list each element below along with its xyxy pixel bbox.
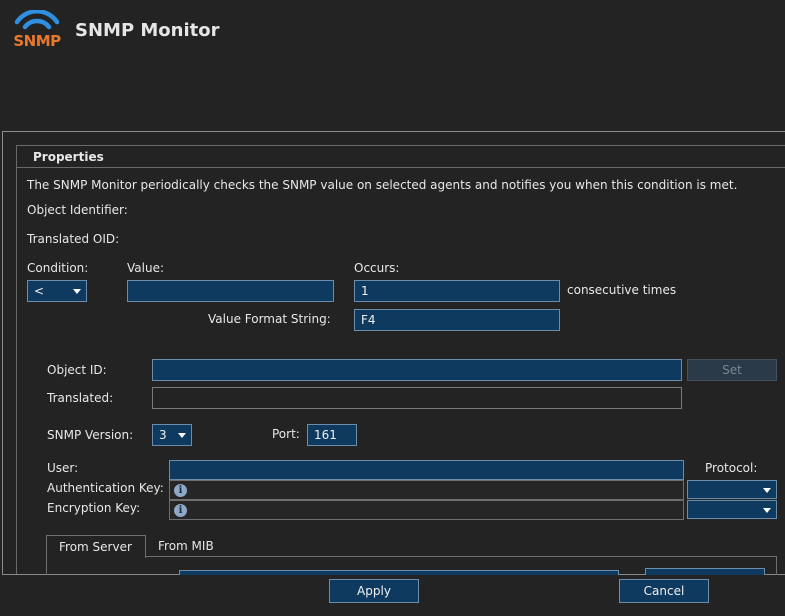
chevron-down-icon <box>763 508 771 513</box>
value-label: Value: <box>127 261 164 275</box>
value-input[interactable] <box>127 280 334 302</box>
snmp-version-value: 3 <box>159 428 167 442</box>
encryption-protocol-select[interactable] <box>687 500 777 519</box>
occurs-input[interactable]: 1 <box>354 280 560 302</box>
snmp-version-select[interactable]: 3 <box>152 424 192 446</box>
auth-key-label: Authentication Key: <box>47 481 164 495</box>
app-title: SNMP Monitor <box>75 20 220 41</box>
encryption-key-input[interactable]: i <box>169 500 684 520</box>
snmp-logo: SNMP <box>12 10 62 52</box>
translated-input[interactable] <box>152 387 682 409</box>
info-icon[interactable]: i <box>174 484 187 497</box>
object-id-label: Object ID: <box>47 363 107 377</box>
properties-group: Properties <box>16 145 785 574</box>
port-label: Port: <box>272 427 300 441</box>
condition-select[interactable]: < <box>27 280 87 302</box>
encryption-key-label: Encryption Key: <box>47 501 141 515</box>
value-format-label: Value Format String: <box>208 312 331 326</box>
translated-oid-label: Translated OID: <box>27 232 120 246</box>
port-input[interactable]: 161 <box>307 424 357 446</box>
description-text: The SNMP Monitor periodically checks the… <box>27 178 738 192</box>
condition-value: < <box>34 284 45 298</box>
snmp-version-label: SNMP Version: <box>47 428 134 442</box>
app-titlebar: SNMP SNMP Monitor <box>0 0 785 132</box>
chevron-down-icon <box>763 488 771 493</box>
protocol-label: Protocol: <box>705 461 758 475</box>
set-button[interactable]: Set <box>687 359 777 381</box>
chevron-down-icon <box>73 289 81 294</box>
occurs-label: Occurs: <box>354 261 400 275</box>
cancel-button[interactable]: Cancel <box>619 579 709 603</box>
info-icon[interactable]: i <box>174 504 187 517</box>
value-format-input[interactable]: F4 <box>354 309 560 331</box>
consecutive-times-label: consecutive times <box>567 283 677 297</box>
condition-label: Condition: <box>27 261 89 275</box>
tab-from-mib[interactable]: From MIB <box>158 539 214 553</box>
tab-from-server[interactable]: From Server <box>46 535 146 558</box>
object-id-input[interactable] <box>152 359 682 381</box>
auth-protocol-select[interactable] <box>687 480 777 499</box>
chevron-down-icon <box>178 433 186 438</box>
translated-label: Translated: <box>47 391 114 405</box>
properties-header: Properties <box>17 146 785 168</box>
auth-key-input[interactable]: i <box>169 480 684 500</box>
wifi-signal-icon <box>14 10 60 30</box>
user-label: User: <box>47 461 79 475</box>
object-identifier-label: Object Identifier: <box>27 203 128 217</box>
logo-text: SNMP <box>13 32 61 50</box>
user-input[interactable] <box>169 460 684 480</box>
apply-button[interactable]: Apply <box>329 579 419 603</box>
